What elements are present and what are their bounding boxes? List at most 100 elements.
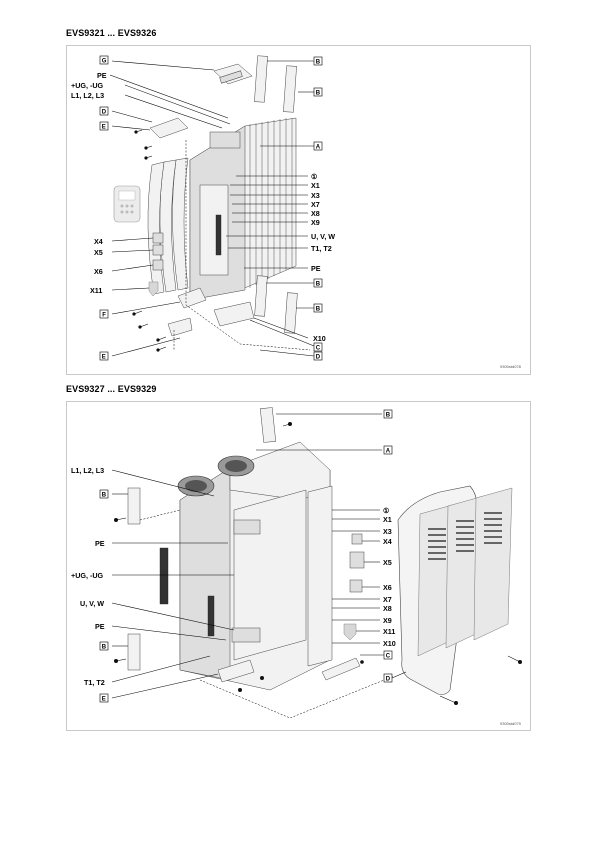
label-t12: T1, T2 (311, 244, 332, 253)
bracket-c (213, 301, 255, 327)
label-x4: X4 (94, 237, 103, 246)
section-heading-top: EVS9321 ... EVS9326 (66, 28, 157, 38)
front-panel (199, 184, 229, 276)
label-x10-b: X10 (383, 639, 396, 648)
label-x10: X10 (313, 334, 326, 343)
label-x4-b: X4 (383, 537, 392, 546)
label-box-b1-b: B (386, 412, 391, 418)
terminal-strip (215, 214, 222, 256)
label-x11: X11 (90, 286, 102, 295)
label-box-e2: E (102, 354, 106, 360)
label-circ1-b: ① (383, 506, 389, 515)
plug-x6-b (349, 579, 363, 593)
label-x11-b: X11 (383, 627, 395, 636)
label-box-a-b: A (386, 448, 391, 454)
label-pe: PE (97, 71, 107, 80)
plug-x11 (148, 281, 159, 297)
label-box-b3-b: B (102, 644, 107, 650)
label-box-b3: B (316, 281, 321, 287)
bracket-f (177, 287, 207, 309)
label-x9: X9 (311, 218, 320, 227)
label-pe2-b: PE (95, 622, 105, 631)
label-circ1: ① (311, 172, 317, 181)
label-x5-b: X5 (383, 558, 392, 567)
label-box-b2: B (316, 90, 321, 96)
plug-x6 (152, 259, 164, 271)
label-x7-b: X7 (383, 595, 392, 604)
drawing-code-bottom: 9300std079 (500, 721, 521, 726)
top-terminals (209, 131, 241, 149)
label-box-c: C (316, 345, 321, 351)
label-x3-b: X3 (383, 527, 392, 536)
screws-top (132, 129, 167, 352)
label-x6: X6 (94, 267, 103, 276)
side-vent (159, 547, 169, 605)
rail-b1 (254, 55, 268, 103)
bracket-e (167, 317, 193, 337)
label-x6-b: X6 (383, 583, 392, 592)
label-box-e: E (102, 124, 106, 130)
top-labels: G B PE +UG, -UG L1, L2, L3 B D E A ① X1 … (71, 55, 335, 360)
section-heading-bottom: EVS9327 ... EVS9329 (66, 384, 157, 394)
label-uvw: U, V, W (311, 232, 335, 241)
label-l123: L1, L2, L3 (71, 91, 104, 100)
bracket-e-b (217, 659, 255, 683)
label-box-d2: D (316, 354, 321, 360)
front-cover-set (397, 485, 522, 705)
bottom-drive-drawing (114, 407, 395, 719)
cover-vent-grid (428, 512, 502, 560)
label-ug: +UG, -UG (71, 81, 104, 90)
label-x9-b: X9 (383, 616, 392, 625)
side-slot (207, 595, 215, 637)
label-pe-b: PE (95, 539, 105, 548)
plug-x4-b (351, 533, 363, 545)
power-terminals-top (233, 519, 261, 535)
label-x1-b: X1 (383, 515, 392, 524)
bottom-leader-lines (111, 413, 407, 699)
label-box-c-b: C (386, 653, 391, 659)
rail-b-low (127, 633, 141, 671)
label-box-b2-b: B (102, 492, 107, 498)
plug-x5-b (349, 551, 365, 569)
label-box-d-b: D (386, 676, 391, 682)
rail-b-top (259, 407, 277, 443)
bracket-d (149, 117, 189, 139)
label-box-e-b: E (102, 696, 106, 702)
front-covers (147, 157, 189, 295)
label-x5: X5 (94, 248, 103, 257)
heat-sink-fins (249, 118, 293, 288)
top-drive-drawing (113, 55, 311, 352)
label-pe2: PE (311, 264, 321, 273)
plug-x11-b (343, 623, 357, 641)
label-x8-b: X8 (383, 604, 392, 613)
bracket-c-b (321, 657, 361, 681)
label-x8: X8 (311, 209, 320, 218)
drawing-code-top: 9300std078 (500, 364, 521, 369)
label-ug-b: +UG, -UG (71, 571, 104, 580)
label-x3: X3 (311, 191, 320, 200)
label-l123-b: L1, L2, L3 (71, 466, 104, 475)
rail-b4 (284, 292, 298, 334)
label-box-b4: B (316, 306, 321, 312)
label-uvw-b: U, V, W (80, 599, 104, 608)
label-x1: X1 (311, 181, 320, 190)
control-side (307, 485, 333, 667)
motor-terminals (231, 627, 261, 643)
plug-x5 (152, 244, 164, 256)
label-x7: X7 (311, 200, 320, 209)
top-leader-lines (109, 60, 315, 357)
rail-b-left (127, 487, 141, 525)
label-box-a: A (316, 144, 321, 150)
rail-b3 (254, 275, 268, 317)
keypad-module (113, 185, 141, 223)
rail-b2 (283, 65, 297, 113)
bottom-labels: B A L1, L2, L3 B PE +UG, -UG U, V, W PE … (71, 409, 396, 702)
label-box-b1: B (316, 59, 321, 65)
label-box-g: G (102, 58, 107, 64)
diagram-frame-top (66, 45, 531, 375)
label-t12-b: T1, T2 (84, 678, 105, 687)
label-box-f: F (102, 312, 106, 318)
screws-bottom (114, 422, 364, 692)
cooling-fans (177, 455, 255, 497)
